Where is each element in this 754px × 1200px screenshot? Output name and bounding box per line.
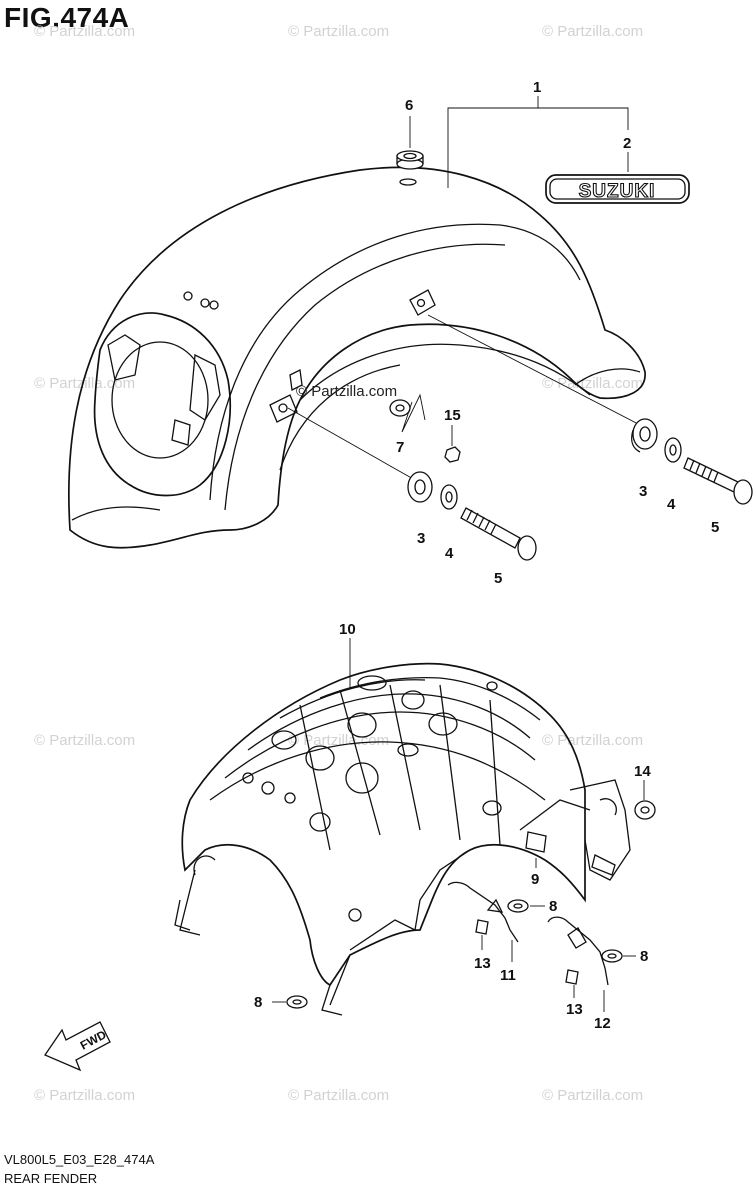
callout-13-b: 13	[566, 1001, 583, 1018]
inner-fender-small-parts	[286, 800, 656, 1009]
callout-4-left: 4	[445, 545, 454, 562]
watermark-layer: © Partzilla.com © Partzilla.com © Partzi…	[34, 23, 643, 1104]
fwd-arrow: FWD	[44, 1021, 111, 1072]
callout-8-b: 8	[640, 948, 648, 965]
fender-outline	[68, 166, 646, 549]
emblem-text: SUZUKI	[579, 181, 656, 202]
callout-numbers: 1 2 6 7 15 3 4 5 3 4 5 10 14 9 8 8 8 13 …	[254, 79, 719, 1032]
center-watermark: © Partzilla.com	[296, 383, 397, 400]
watermark-text: © Partzilla.com	[34, 375, 135, 392]
watermark-text: © Partzilla.com	[288, 23, 389, 40]
figure-footer: VL800L5_E03_E28_474A REAR FENDER	[4, 1150, 154, 1188]
figure-code: VL800L5_E03_E28_474A	[4, 1152, 155, 1167]
watermark-text: © Partzilla.com	[34, 732, 135, 749]
inner-fender-drawing	[174, 662, 631, 1016]
callout-11: 11	[500, 967, 516, 984]
callout-1: 1	[533, 79, 541, 96]
left-mount-hardware	[287, 407, 537, 561]
callout-5-left: 5	[494, 570, 502, 587]
callout-9: 9	[531, 871, 539, 888]
figure-title: FIG.474A	[4, 2, 130, 33]
callout-7: 7	[396, 439, 404, 456]
watermark-text: © Partzilla.com	[288, 732, 389, 749]
callout-8-a: 8	[549, 898, 557, 915]
callout-10: 10	[339, 621, 356, 638]
right-mount-hardware	[427, 314, 753, 505]
figure-name: REAR FENDER	[4, 1171, 98, 1186]
cushion-part	[389, 399, 411, 417]
callout-15: 15	[444, 407, 461, 424]
suzuki-emblem: SUZUKI	[545, 174, 690, 204]
watermark-text: © Partzilla.com	[542, 375, 643, 392]
rear-fender-drawing	[68, 166, 646, 549]
callout-3-left: 3	[417, 530, 425, 547]
callout-12: 12	[594, 1015, 611, 1032]
callout-2: 2	[623, 135, 631, 152]
nut-part	[444, 446, 461, 463]
callout-13-a: 13	[474, 955, 491, 972]
callout-6: 6	[405, 97, 413, 114]
watermark-text: © Partzilla.com	[542, 732, 643, 749]
watermark-text: © Partzilla.com	[34, 23, 135, 40]
watermark-text: © Partzilla.com	[542, 23, 643, 40]
callout-3-right: 3	[639, 483, 647, 500]
grommet-part	[396, 150, 424, 170]
callout-8-c: 8	[254, 994, 262, 1011]
leader-lines	[272, 96, 645, 1012]
callout-14: 14	[634, 763, 651, 780]
watermark-text: © Partzilla.com	[288, 1087, 389, 1104]
watermark-text: © Partzilla.com	[542, 1087, 643, 1104]
callout-5-right: 5	[711, 519, 719, 536]
callout-4-right: 4	[667, 496, 676, 513]
watermark-text: © Partzilla.com	[34, 1087, 135, 1104]
